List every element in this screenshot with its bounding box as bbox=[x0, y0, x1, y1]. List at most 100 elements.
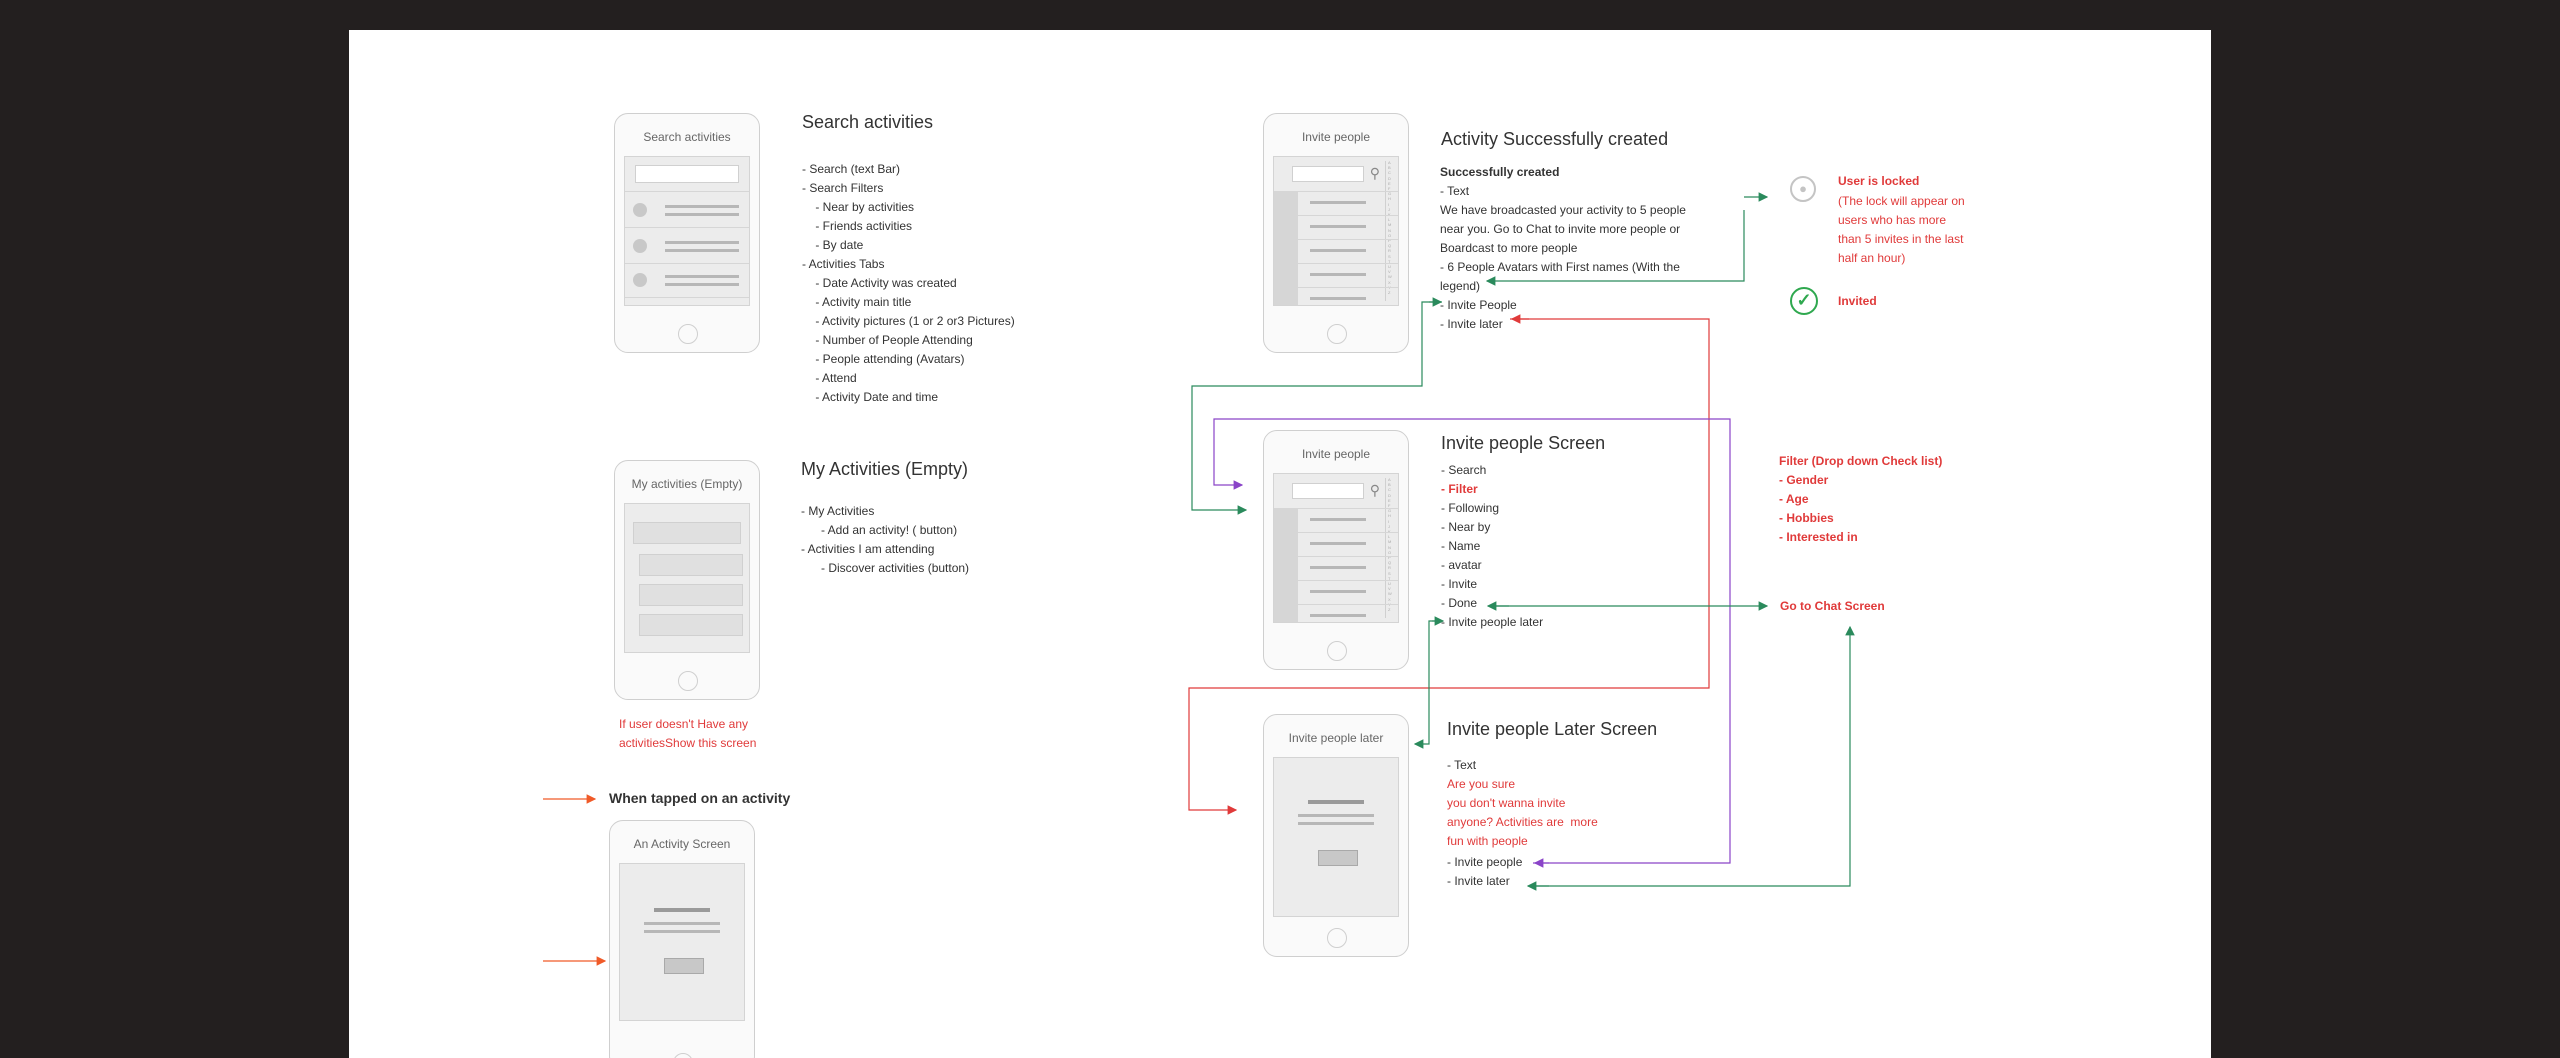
locked-title: User is locked bbox=[1838, 174, 1920, 188]
search_section.lines-line: - Friends activities bbox=[802, 219, 913, 233]
alphabet-letter[interactable]: W bbox=[1388, 274, 1392, 280]
alphabet-letter[interactable]: I bbox=[1388, 518, 1390, 524]
alphabet-letter[interactable]: Q bbox=[1388, 243, 1392, 249]
alphabet-letter[interactable]: M bbox=[1388, 222, 1392, 228]
alphabet-letter[interactable]: D bbox=[1388, 492, 1391, 498]
search_section.lines-line: - Search (text Bar) bbox=[802, 162, 901, 176]
phone-invite-people-top: Invite people ⚲ ABCDEFGHIJKLMNOPQRSTUVWX… bbox=[1263, 113, 1409, 353]
alphabet-letter[interactable]: U bbox=[1388, 264, 1391, 269]
alphabet-letter[interactable]: M bbox=[1388, 539, 1392, 545]
invite-button[interactable] bbox=[1318, 850, 1358, 866]
alphabet-letter[interactable]: Q bbox=[1388, 560, 1392, 566]
activity_created.lines-line: - 6 People Avatars with First names (Wit… bbox=[1440, 260, 1680, 274]
alphabet-letter[interactable]: G bbox=[1388, 508, 1392, 514]
alphabet-letter[interactable]: G bbox=[1388, 191, 1392, 197]
alphabet-letter[interactable]: P bbox=[1388, 555, 1391, 560]
search_section.lines-line: - Date Activity was created bbox=[802, 276, 957, 290]
alphabet-letter[interactable]: Z bbox=[1388, 607, 1391, 612]
alphabet-letter[interactable]: H bbox=[1388, 513, 1391, 519]
home-button[interactable] bbox=[1327, 928, 1347, 948]
invite_section.lines-line: - Invite bbox=[1441, 577, 1478, 591]
alphabet-letter[interactable]: B bbox=[1388, 482, 1391, 488]
search-input[interactable] bbox=[1292, 483, 1364, 499]
alphabet-letter[interactable]: E bbox=[1388, 497, 1391, 503]
invite_section.lines-line: - avatar bbox=[1441, 558, 1482, 572]
alphabet-letter[interactable]: I bbox=[1388, 201, 1390, 207]
alphabet-letter[interactable]: B bbox=[1388, 165, 1391, 171]
avatar bbox=[633, 239, 647, 253]
search-input[interactable] bbox=[1292, 166, 1364, 182]
phone-title: Invite people bbox=[1301, 130, 1371, 144]
search-icon[interactable]: ⚲ bbox=[1369, 482, 1380, 498]
section-title: Invite people Later Screen bbox=[1447, 719, 1658, 739]
search-input[interactable] bbox=[635, 165, 739, 183]
alphabet-letter[interactable]: O bbox=[1388, 232, 1392, 238]
alphabet-index[interactable]: ABCDEFGHIJKLMNOPQRSTUVWXYZ bbox=[1385, 161, 1396, 301]
alphabet-letter[interactable]: H bbox=[1388, 196, 1391, 202]
alphabet-letter[interactable]: R bbox=[1388, 248, 1391, 254]
alphabet-letter[interactable]: A bbox=[1388, 160, 1391, 165]
search-icon[interactable]: ⚲ bbox=[1369, 165, 1380, 181]
my_activities_section.lines-line: - Discover activities (button) bbox=[801, 561, 970, 575]
activity_created.lines-line: We have broadcasted your activity to 5 p… bbox=[1440, 203, 1686, 217]
alphabet-letter[interactable]: V bbox=[1388, 586, 1391, 592]
alphabet-letter[interactable]: K bbox=[1388, 530, 1391, 534]
alphabet-letter[interactable]: C bbox=[1388, 487, 1391, 493]
activity_created.lines-line: Boardcast to more people bbox=[1440, 241, 1578, 255]
activity_created.lines-line: near you. Go to Chat to invite more peop… bbox=[1440, 222, 1681, 236]
my-activities-notes: - My Activities - Add an activity! ( but… bbox=[801, 502, 969, 578]
alphabet-letter[interactable]: O bbox=[1388, 549, 1392, 555]
alphabet-letter[interactable]: T bbox=[1388, 575, 1391, 581]
activity_created.lines-line: - Invite People bbox=[1440, 298, 1517, 312]
home-button[interactable] bbox=[1327, 641, 1347, 661]
alphabet-letter[interactable]: X bbox=[1388, 596, 1391, 602]
search_section.lines-line: - Activity Date and time bbox=[802, 390, 939, 404]
activity_created.lines-line: legend) bbox=[1440, 279, 1481, 293]
invited-label: Invited bbox=[1838, 294, 1877, 308]
phone-my-activities: My activities (Empty) bbox=[614, 460, 760, 700]
home-button[interactable] bbox=[678, 671, 698, 691]
search_section.lines-line: - Attend bbox=[802, 371, 857, 385]
home-button[interactable] bbox=[673, 1053, 693, 1058]
alphabet-letter[interactable]: F bbox=[1388, 186, 1391, 191]
alphabet-index[interactable]: ABCDEFGHIJKLMNOPQRSTUVWXYZ bbox=[1385, 478, 1396, 618]
home-button[interactable] bbox=[1327, 324, 1347, 344]
alphabet-letter[interactable]: K bbox=[1388, 213, 1391, 217]
alphabet-letter[interactable]: S bbox=[1388, 253, 1391, 259]
phone-title: Invite people bbox=[1301, 447, 1371, 461]
alphabet-letter[interactable]: P bbox=[1388, 238, 1391, 243]
activity_created.lines-line: - Text bbox=[1440, 184, 1470, 198]
alphabet-letter[interactable]: Z bbox=[1388, 290, 1391, 295]
alphabet-letter[interactable]: E bbox=[1388, 180, 1391, 186]
alphabet-letter[interactable]: N bbox=[1388, 544, 1391, 550]
phone-title: An Activity Screen bbox=[633, 837, 731, 851]
later-invite-people: - Invite people bbox=[1447, 855, 1523, 869]
alphabet-letter[interactable]: S bbox=[1388, 570, 1391, 576]
alphabet-letter[interactable]: D bbox=[1388, 175, 1391, 181]
invite-notes: - Search- Filter- Following- Near by- Na… bbox=[1441, 461, 1543, 632]
alphabet-letter[interactable]: L bbox=[1388, 217, 1391, 223]
empty-state-note: If user doesn't Have any activitiesShow … bbox=[619, 717, 757, 750]
alphabet-letter[interactable]: T bbox=[1388, 258, 1391, 264]
alphabet-letter[interactable]: N bbox=[1388, 227, 1391, 233]
home-button[interactable] bbox=[678, 324, 698, 344]
flow-connectors bbox=[543, 192, 1855, 966]
my_activities_section.lines-line: - Activities I am attending bbox=[801, 542, 935, 556]
search_section.lines-line: - Activities Tabs bbox=[802, 257, 885, 271]
attend-button[interactable] bbox=[664, 958, 704, 974]
activity-created-notes: - Text We have broadcasted your activity … bbox=[1440, 182, 1686, 334]
alphabet-letter[interactable]: U bbox=[1388, 581, 1391, 586]
alphabet-letter[interactable]: J bbox=[1388, 523, 1390, 529]
alphabet-letter[interactable]: C bbox=[1388, 170, 1391, 176]
filter-note: Filter (Drop down Check list)- Gender- A… bbox=[1779, 452, 1942, 547]
alphabet-letter[interactable]: L bbox=[1388, 534, 1391, 540]
alphabet-letter[interactable]: X bbox=[1388, 279, 1391, 285]
phone-screen bbox=[624, 503, 750, 653]
later-invite-connector bbox=[1213, 418, 1731, 864]
alphabet-letter[interactable]: R bbox=[1388, 565, 1391, 571]
alphabet-letter[interactable]: J bbox=[1388, 206, 1390, 212]
alphabet-letter[interactable]: W bbox=[1388, 591, 1392, 597]
alphabet-letter[interactable]: V bbox=[1388, 269, 1391, 275]
alphabet-letter[interactable]: F bbox=[1388, 503, 1391, 508]
alphabet-letter[interactable]: A bbox=[1388, 477, 1391, 482]
